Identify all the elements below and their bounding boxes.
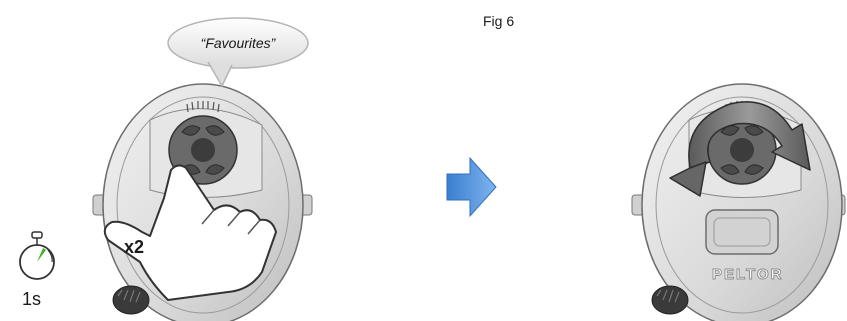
bottom-dial [651,285,689,315]
figure-label: Fig 6 [483,13,514,29]
stopwatch-icon [19,231,55,280]
stopwatch-hand [37,248,46,262]
knob-lobes [720,125,764,175]
press-count-badge: x2 [124,237,144,257]
arrow-right-icon [446,156,497,218]
bottom-dial [112,285,150,315]
earmuff-inner-rim [655,96,829,314]
speech-bubble-text: “Favourites” [201,35,277,51]
speech-bubble-body [167,17,309,69]
knob-center [191,138,215,162]
lower-button-inset [713,217,771,247]
knob-ticks [186,101,220,113]
pointing-hand-icon [103,164,277,301]
timer-label: 1s [22,289,41,309]
earmuff-inner-rim [116,96,290,314]
speech-bubble-tail [207,61,233,87]
lower-button [705,209,779,255]
brand-logo: PELTOR [712,266,783,283]
knob-center [730,138,754,162]
rotate-arrows-icon [669,101,811,197]
speech-bubble: “Favourites” [167,17,309,87]
